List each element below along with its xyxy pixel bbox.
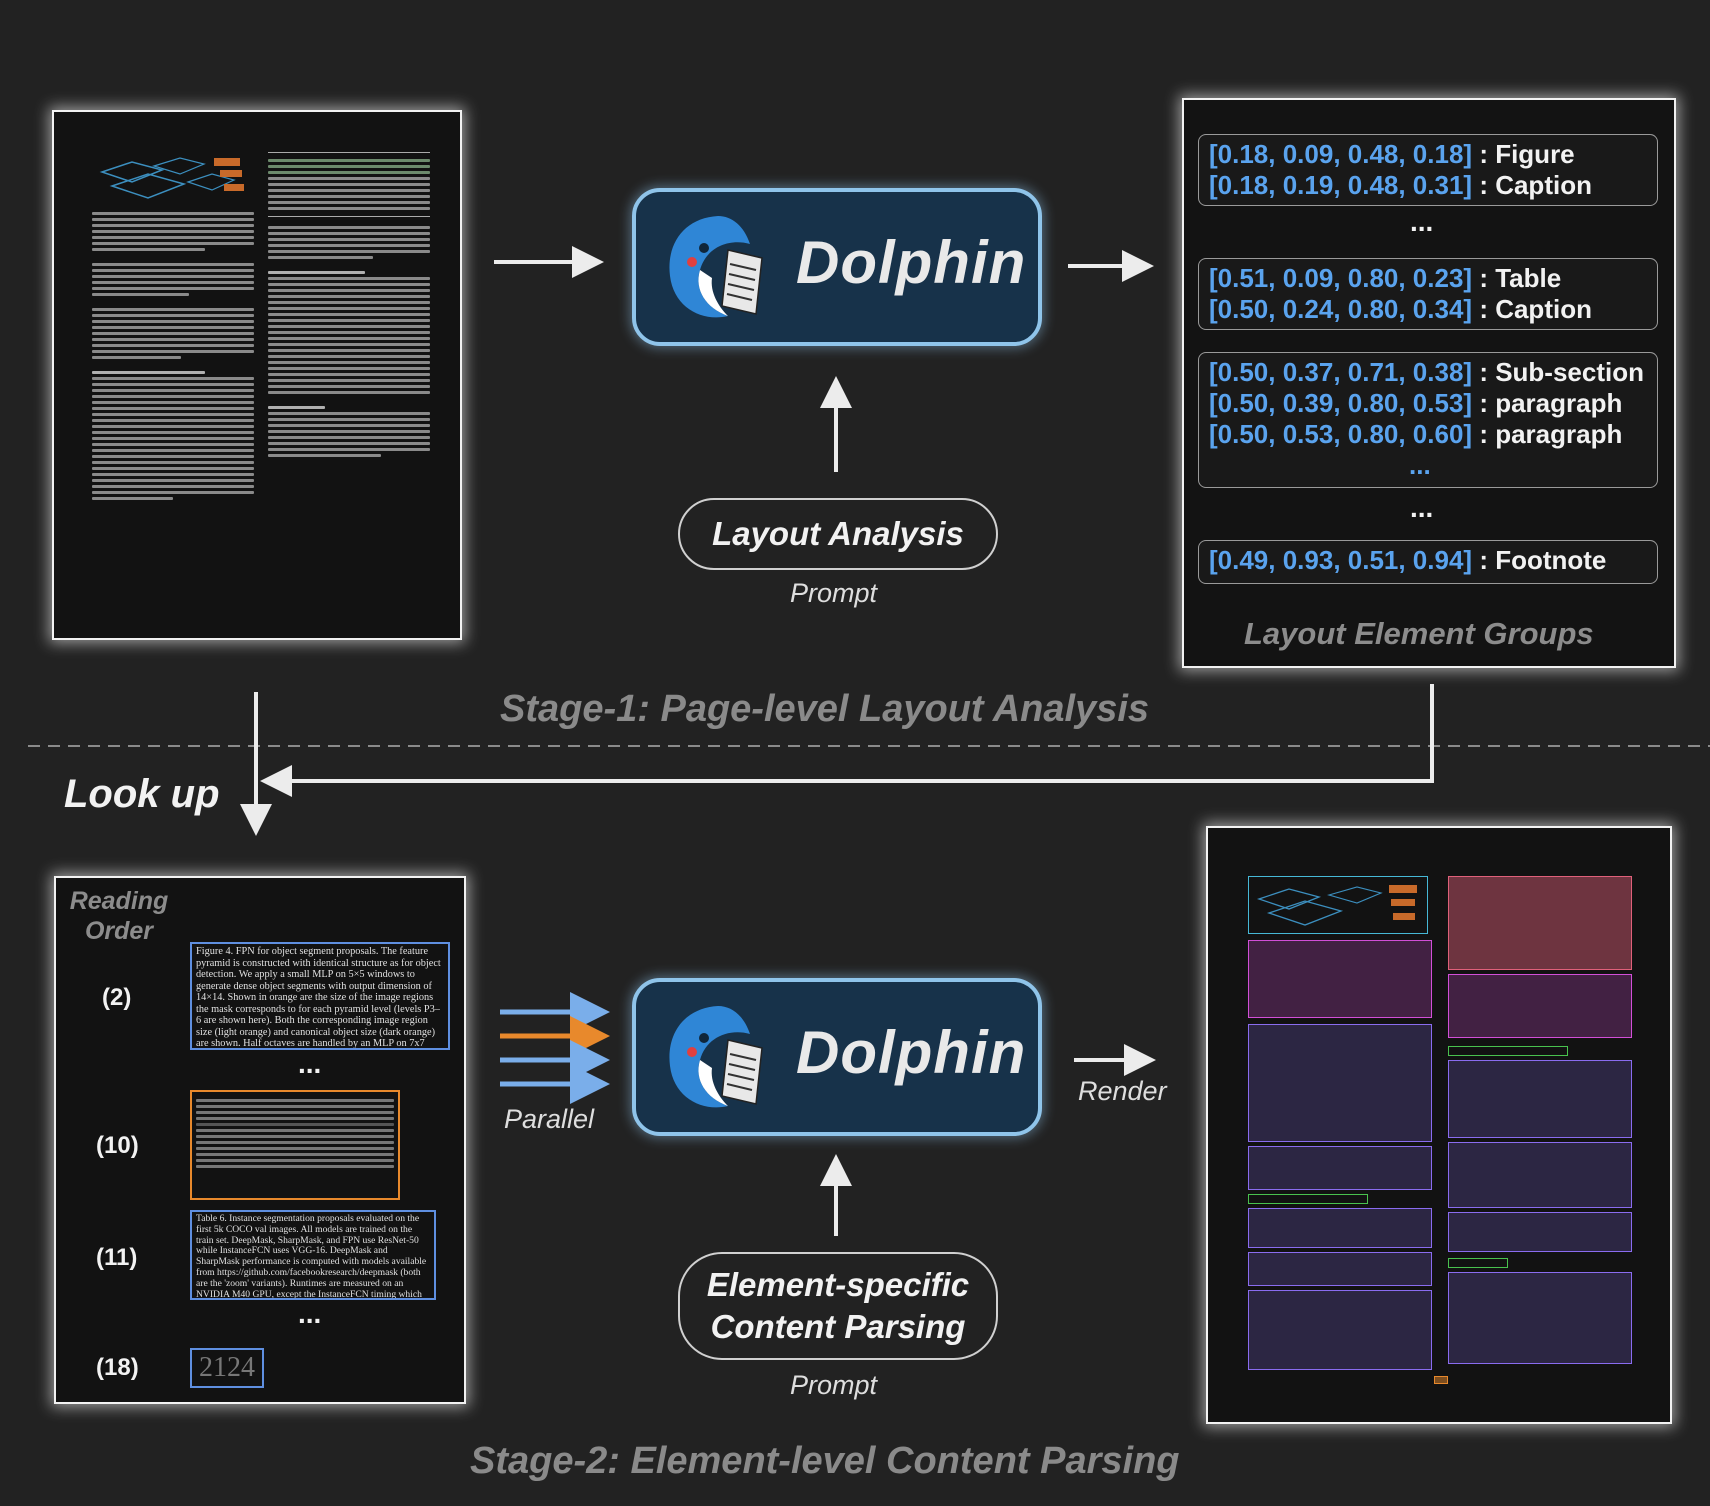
layout-entry: [0.50, 0.37, 0.71, 0.38] : Sub-section: [1209, 357, 1644, 387]
caption-table-box: Table 6. Instance segmentation proposals…: [190, 1210, 436, 1300]
layout-analysis-prompt: Layout Analysis: [678, 498, 998, 570]
render-paragraph-box: [1248, 1290, 1432, 1370]
caption-table-text: Table 6. Instance segmentation proposals…: [196, 1214, 427, 1298]
render-figure-box: [1248, 876, 1428, 934]
content-parsing-prompt-line1: Element-specific: [706, 1266, 970, 1303]
prompt-label-stage2: Prompt: [790, 1370, 878, 1400]
layout-entry: [0.51, 0.09, 0.80, 0.23] : Table: [1209, 263, 1562, 293]
reading-order-number: (2): [102, 984, 132, 1011]
layout-entry: [0.18, 0.19, 0.48, 0.31] : Caption: [1209, 170, 1592, 200]
render-paragraph-box: [1448, 1212, 1632, 1252]
reading-order-panel: Reading Order (2) Figure 4. FPN for obje…: [54, 876, 466, 1404]
layout-entry: [0.50, 0.24, 0.80, 0.34] : Caption: [1209, 294, 1592, 324]
lookup-label: Look up: [64, 772, 220, 816]
render-label: Render: [1078, 1076, 1167, 1106]
arrow-groups-lookup: [260, 684, 1434, 797]
model-name-stage1: Dolphin: [796, 229, 1027, 296]
dolphin-model-box-stage2: Dolphin: [632, 978, 1042, 1136]
stage1-title: Stage-1: Page-level Layout Analysis: [500, 688, 1150, 730]
render-paragraph-box: [1248, 1252, 1432, 1286]
caption-figure-box: Figure 4. FPN for object segment proposa…: [190, 942, 450, 1050]
render-section-box: [1448, 1258, 1508, 1268]
doc-left-text-lines: [92, 212, 254, 500]
render-paragraph-box: [1248, 1024, 1432, 1142]
render-figure-thumbnail: [1256, 885, 1417, 926]
render-paragraph-box: [1448, 1272, 1632, 1364]
prompt-label-stage1: Prompt: [790, 578, 878, 608]
render-paragraph-box: [1448, 1142, 1632, 1208]
reading-order-number: (18): [96, 1354, 139, 1381]
layout-entry: [0.50, 0.53, 0.80, 0.60] : paragraph: [1209, 419, 1623, 449]
reading-order-ellipsis-1: ...: [298, 1048, 322, 1079]
doc-right-column: [268, 152, 430, 618]
reading-order-title: Reading Order: [69, 887, 169, 945]
reading-order-number: (10): [96, 1132, 139, 1159]
groups-ellipsis-1: ...: [1410, 206, 1434, 237]
render-table-box: [1448, 876, 1632, 970]
parallel-label: Parallel: [504, 1104, 595, 1134]
doc-left-column: [92, 152, 254, 618]
caption-figure-text: Figure 4. FPN for object segment proposa…: [196, 946, 441, 1048]
groups-ellipsis-2: ...: [1410, 492, 1434, 523]
render-paragraph-box: [1448, 1060, 1632, 1138]
rendered-output-page: [1206, 826, 1672, 1424]
content-parsing-prompt-line2: Content Parsing: [710, 1308, 966, 1345]
layout-entry: [0.18, 0.09, 0.48, 0.18] : Figure: [1209, 139, 1575, 169]
reading-order-number: (11): [96, 1244, 138, 1271]
group-inner-ellipsis: ...: [1409, 450, 1431, 480]
layout-analysis-prompt-text: Layout Analysis: [712, 515, 964, 552]
layout-group-3: [0.50, 0.37, 0.71, 0.38] : Sub-section […: [1198, 352, 1658, 488]
doc-figure-thumbnail: [99, 157, 244, 199]
render-caption-table-box: [1448, 974, 1632, 1038]
render-section-box: [1448, 1046, 1568, 1056]
layout-entry: [0.50, 0.39, 0.80, 0.53] : paragraph: [1209, 388, 1623, 418]
table-box: [190, 1090, 400, 1200]
render-section-box: [1248, 1194, 1368, 1204]
stage2-title: Stage-2: Element-level Content Parsing: [470, 1440, 1180, 1482]
layout-group-2: [0.51, 0.09, 0.80, 0.23] : Table [0.50, …: [1198, 258, 1658, 330]
render-paragraph-box: [1248, 1208, 1432, 1248]
layout-element-groups-title: Layout Element Groups: [1244, 616, 1594, 651]
reading-order-ellipsis-2: ...: [298, 1298, 322, 1329]
content-parsing-prompt: Element-specific Content Parsing: [678, 1252, 998, 1360]
doc-table-thumbnail: [268, 152, 430, 217]
dolphin-logo-icon: [669, 1006, 763, 1108]
render-paragraph-box: [1248, 1146, 1432, 1190]
render-footnote-box: [1434, 1376, 1448, 1384]
layout-group-1: [0.18, 0.09, 0.48, 0.18] : Figure [0.18,…: [1198, 134, 1658, 206]
footnote-box: 2124: [190, 1348, 264, 1388]
footnote-text: 2124: [199, 1352, 255, 1383]
dolphin-model-box-stage1: Dolphin: [632, 188, 1042, 346]
render-caption-figure-box: [1248, 940, 1432, 1018]
dolphin-logo-icon: [669, 216, 763, 318]
layout-entry: [0.49, 0.93, 0.51, 0.94] : Footnote: [1209, 545, 1607, 575]
layout-group-4: [0.49, 0.93, 0.51, 0.94] : Footnote: [1198, 540, 1658, 584]
layout-element-groups-panel: [0.18, 0.09, 0.48, 0.18] : Figure [0.18,…: [1182, 98, 1676, 668]
input-document-page: [52, 110, 462, 640]
model-name-stage2: Dolphin: [796, 1019, 1027, 1086]
